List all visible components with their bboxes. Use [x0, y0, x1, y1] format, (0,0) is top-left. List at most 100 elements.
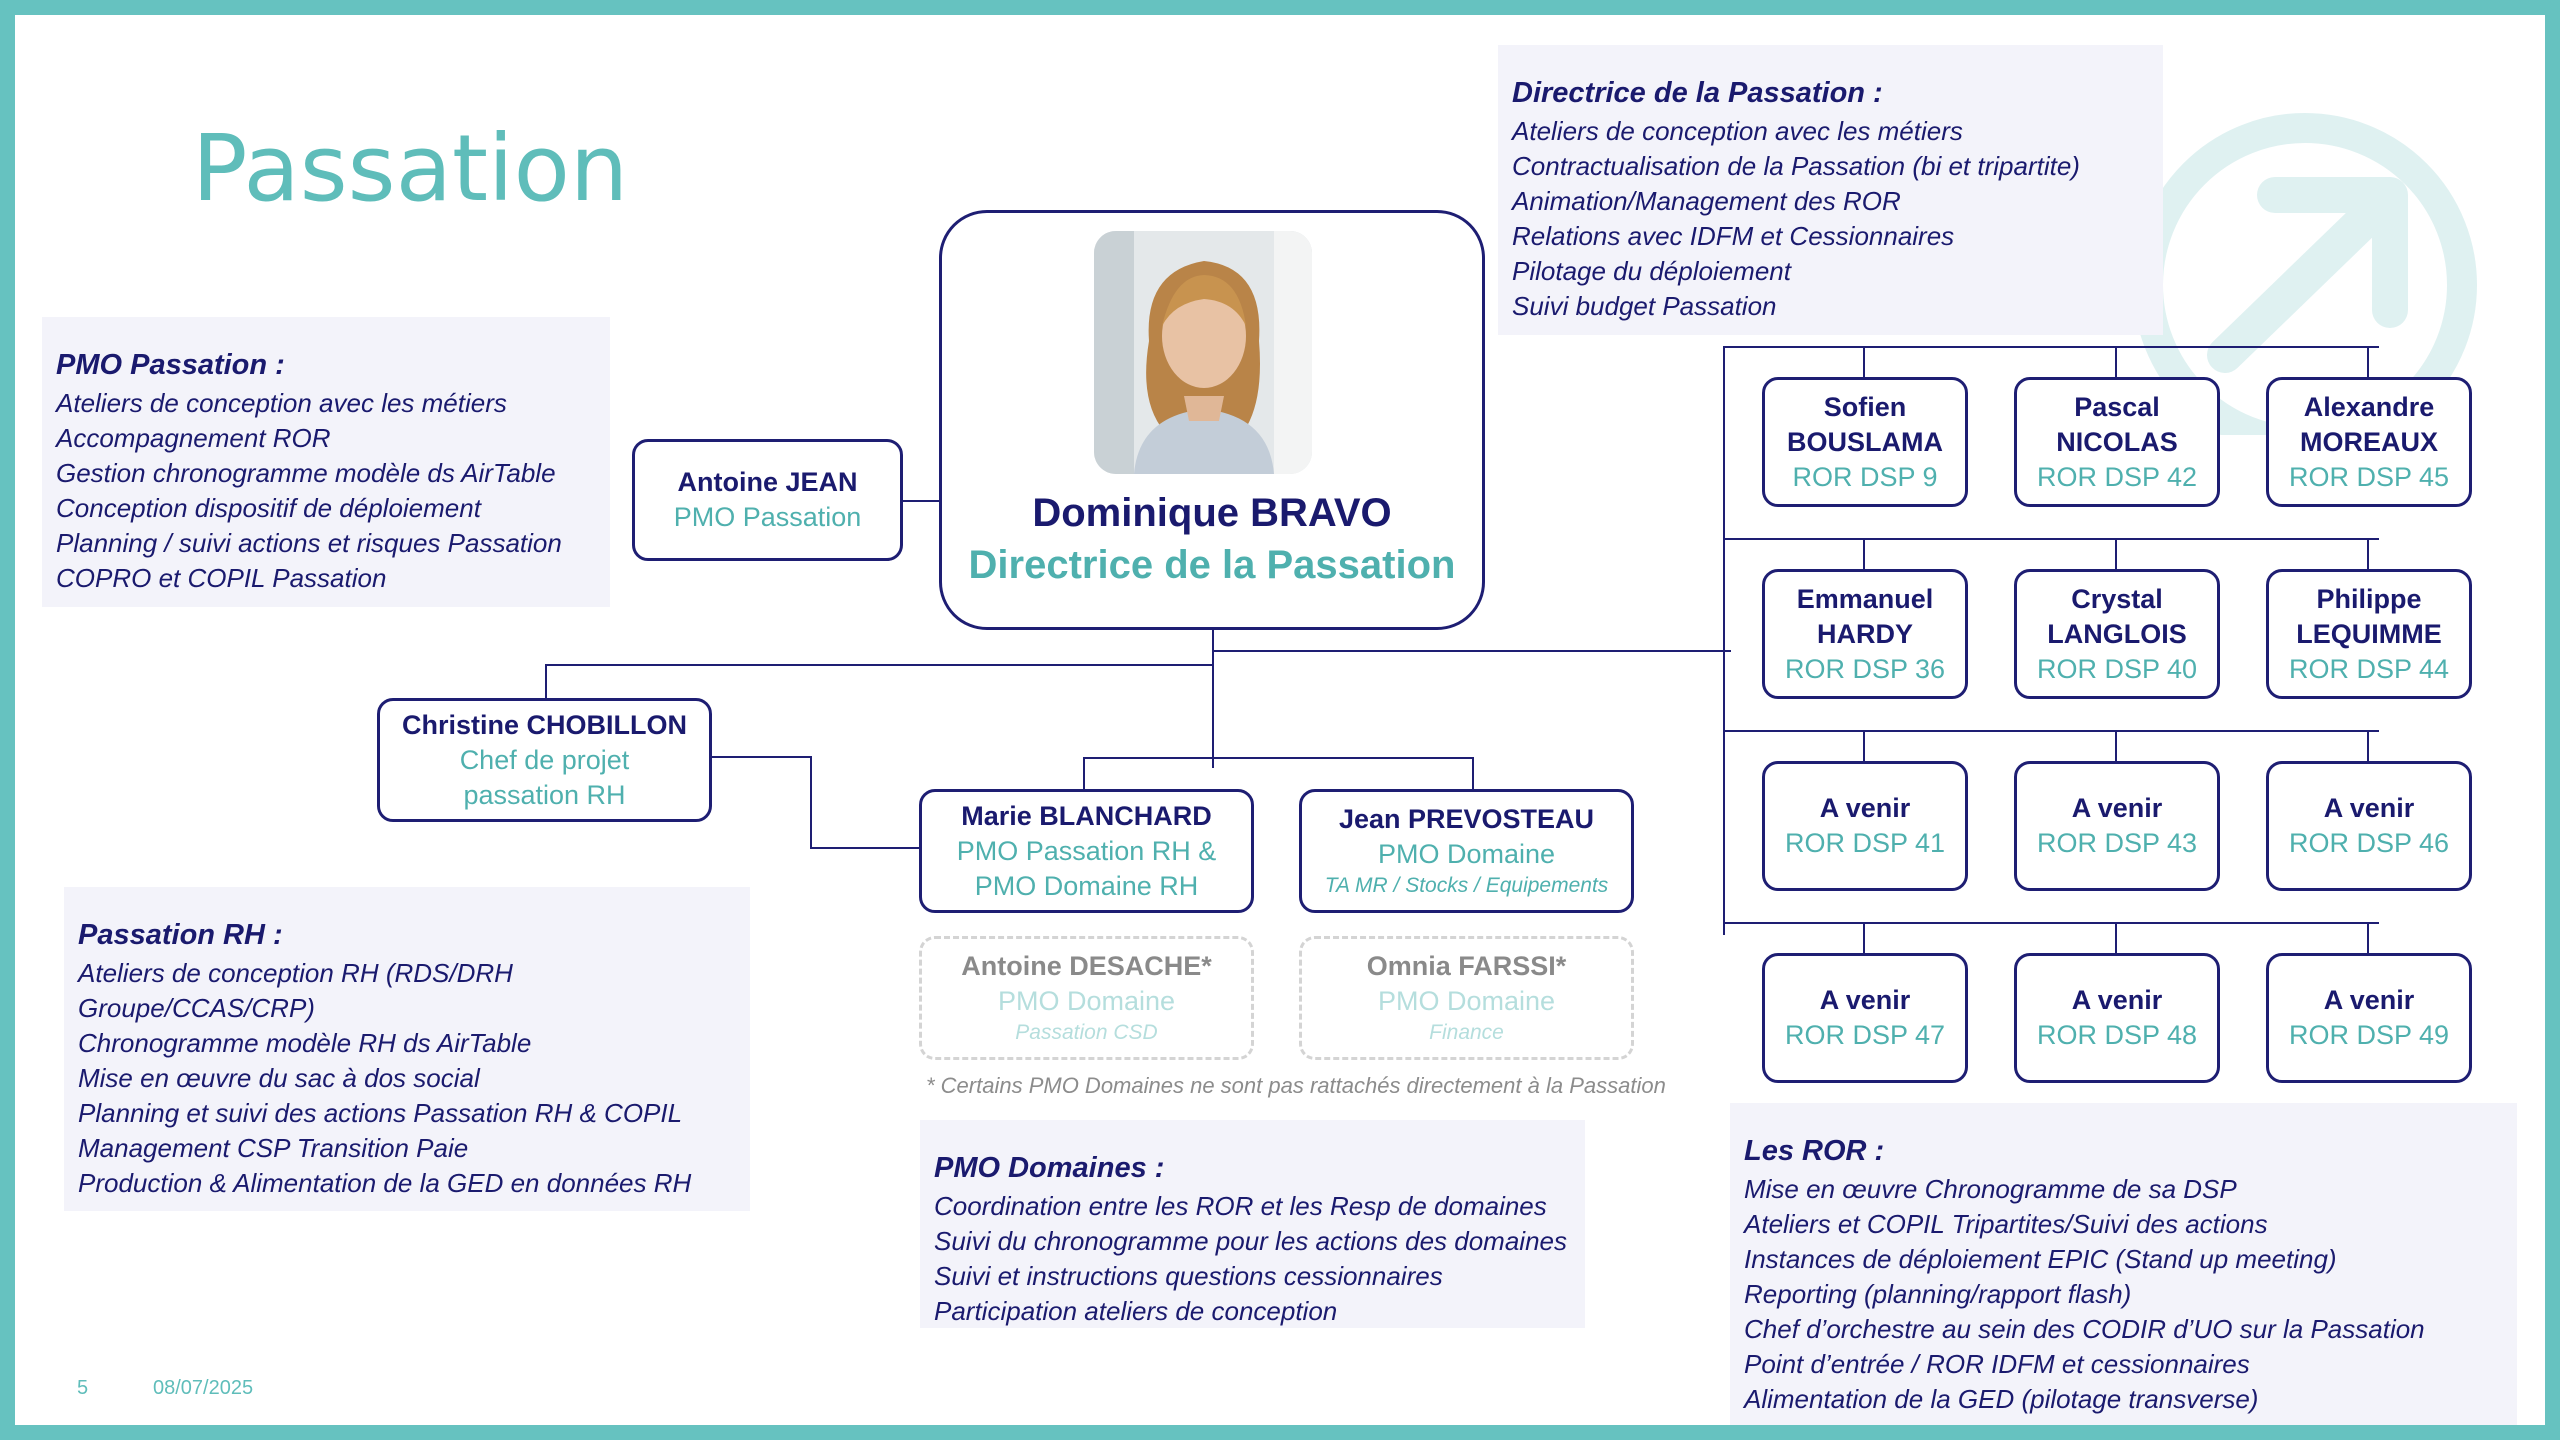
person-box-antoine-jean: Antoine JEAN PMO Passation: [632, 439, 903, 561]
person-name: Marie BLANCHARD: [961, 800, 1212, 831]
slide-date: 08/07/2025: [153, 1377, 254, 1399]
director-photo: [1094, 231, 1312, 474]
ror-box: A venir ROR DSP 49: [2266, 953, 2472, 1083]
panel-heading: Passation RH :: [78, 919, 283, 951]
panel-heading: PMO Passation :: [56, 349, 285, 381]
person-name: Antoine JEAN: [677, 467, 858, 497]
panel-line: Production & Alimentation de la GED en d…: [78, 1168, 692, 1198]
ror-box: Pascal NICOLAS ROR DSP 42: [2014, 377, 2220, 507]
ror-dsp: ROR DSP 48: [2036, 1020, 2198, 1050]
ror-last-name: LEQUIMME: [2296, 618, 2442, 649]
panel-line: Animation/Management des ROR: [1512, 186, 1901, 216]
panel-line: Ateliers de conception avec les métiers: [56, 388, 507, 418]
person-box-marie-blanchard: Marie BLANCHARD PMO Passation RH & PMO D…: [919, 789, 1254, 913]
connector-line: [1723, 538, 2379, 540]
connector-line: [2367, 346, 2369, 390]
panel-line: Alimentation de la GED (pilotage transve…: [1744, 1384, 2259, 1414]
person-box-jean-prevosteau: Jean PREVOSTEAU PMO Domaine TA MR / Stoc…: [1299, 789, 1634, 913]
ror-last-name: LANGLOIS: [2047, 618, 2187, 649]
person-name: Omnia FARSSI*: [1366, 951, 1567, 981]
ror-first-name: A venir: [1819, 985, 1911, 1015]
ror-box: Sofien BOUSLAMA ROR DSP 9: [1762, 377, 1968, 507]
panel-line: COPRO et COPIL Passation: [56, 563, 387, 593]
panel-line: Chronogramme modèle RH ds AirTable: [78, 1028, 532, 1058]
connector-line: [545, 664, 547, 714]
ror-first-name: A venir: [2071, 793, 2163, 823]
director-role: Directrice de la Passation: [968, 543, 1456, 587]
connector-line: [1723, 346, 2379, 348]
panel-line: Contractualisation de la Passation (bi e…: [1512, 151, 2080, 181]
connector-line: [1213, 650, 1731, 652]
connector-line: [1723, 922, 2379, 924]
connector-line: [2115, 922, 2117, 966]
panel-heading: PMO Domaines :: [934, 1152, 1165, 1184]
ror-box: Alexandre MOREAUX ROR DSP 45: [2266, 377, 2472, 507]
person-role: Chef de projet: [459, 744, 630, 775]
ror-dsp: ROR DSP 41: [1784, 828, 1946, 858]
connector-line: [2367, 538, 2369, 582]
person-role: PMO Domaine: [1377, 839, 1556, 869]
director-name: Dominique BRAVO: [1032, 491, 1392, 535]
connector-line: [1212, 628, 1214, 768]
connector-line: [1083, 757, 1473, 759]
panel-line: Participation ateliers de conception: [934, 1296, 1338, 1326]
passation-rh-panel: Passation RH : Ateliers de conception RH…: [64, 887, 750, 1211]
person-sub: Finance: [1429, 1021, 1504, 1044]
panel-line: Ateliers de conception avec les métiers: [1512, 116, 1963, 146]
connector-line: [1863, 538, 1865, 582]
ror-dsp: ROR DSP 47: [1784, 1020, 1946, 1050]
connector-line: [2115, 730, 2117, 774]
person-role: PMO Domaine: [997, 986, 1176, 1016]
connector-line: [1863, 730, 1865, 774]
person-box-antoine-desache: Antoine DESACHE* PMO Domaine Passation C…: [919, 936, 1254, 1060]
connector-line: [1863, 922, 1865, 966]
page-number: 5: [77, 1377, 89, 1399]
ror-box: A venir ROR DSP 47: [1762, 953, 1968, 1083]
ror-dsp: ROR DSP 9: [1792, 461, 1938, 492]
ror-first-name: Crystal: [2071, 583, 2163, 614]
ror-last-name: MOREAUX: [2299, 426, 2438, 457]
connector-line: [2115, 346, 2117, 390]
panel-heading: Directrice de la Passation :: [1512, 77, 1883, 109]
footnote: * Certains PMO Domaines ne sont pas ratt…: [926, 1073, 1666, 1098]
person-box-christine-chobillon: Christine CHOBILLON Chef de projet passa…: [377, 698, 712, 822]
ror-first-name: Sofien: [1823, 391, 1907, 422]
ror-last-name: NICOLAS: [2056, 426, 2178, 457]
ror-first-name: Alexandre: [2303, 391, 2435, 422]
pmo-domaines-panel: PMO Domaines : Coordination entre les RO…: [920, 1120, 1585, 1328]
ror-first-name: A venir: [2323, 793, 2415, 823]
panel-line: Reporting (planning/rapport flash): [1744, 1279, 2132, 1309]
panel-line: Pilotage du déploiement: [1512, 256, 1791, 286]
person-role: passation RH: [463, 779, 626, 810]
connector-line: [1472, 757, 1474, 790]
panel-line: Ateliers et COPIL Tripartites/Suivi des …: [1744, 1209, 2268, 1239]
ror-dsp: ROR DSP 49: [2288, 1020, 2450, 1050]
person-role: PMO Passation: [673, 502, 862, 532]
person-role: PMO Domaine RH: [974, 870, 1199, 901]
connector-line: [2115, 538, 2117, 582]
panel-line: Chef d’orchestre au sein des CODIR d’UO …: [1744, 1314, 2425, 1344]
les-ror-panel: Les ROR : Mise en œuvre Chronogramme de …: [1730, 1103, 2517, 1425]
ror-first-name: A venir: [2323, 985, 2415, 1015]
ror-first-name: Emmanuel: [1796, 583, 1934, 614]
pmo-passation-panel: PMO Passation : Ateliers de conception a…: [42, 317, 610, 607]
panel-line: Planning / suivi actions et risques Pass…: [56, 528, 562, 558]
person-name: Christine CHOBILLON: [401, 709, 687, 740]
ror-dsp: ROR DSP 43: [2036, 828, 2198, 858]
panel-line: Suivi du chronogramme pour les actions d…: [934, 1226, 1568, 1256]
directrice-panel: Directrice de la Passation : Ateliers de…: [1498, 45, 2163, 335]
page-title: Passation: [192, 115, 629, 222]
panel-line: Suivi budget Passation: [1512, 291, 1777, 321]
connector-line: [899, 500, 955, 502]
ror-last-name: HARDY: [1816, 618, 1913, 649]
ror-box: A venir ROR DSP 43: [2014, 761, 2220, 891]
ror-first-name: Pascal: [2074, 391, 2160, 422]
ror-box: A venir ROR DSP 46: [2266, 761, 2472, 891]
panel-line: Gestion chronogramme modèle ds AirTable: [56, 458, 556, 488]
panel-line: Instances de déploiement EPIC (Stand up …: [1744, 1244, 2337, 1274]
connector-line: [711, 756, 811, 758]
ror-dsp: ROR DSP 40: [2036, 653, 2198, 684]
panel-line: Planning et suivi des actions Passation …: [78, 1098, 683, 1128]
panel-line: Suivi et instructions questions cessionn…: [934, 1261, 1443, 1291]
connector-line: [2367, 730, 2369, 774]
